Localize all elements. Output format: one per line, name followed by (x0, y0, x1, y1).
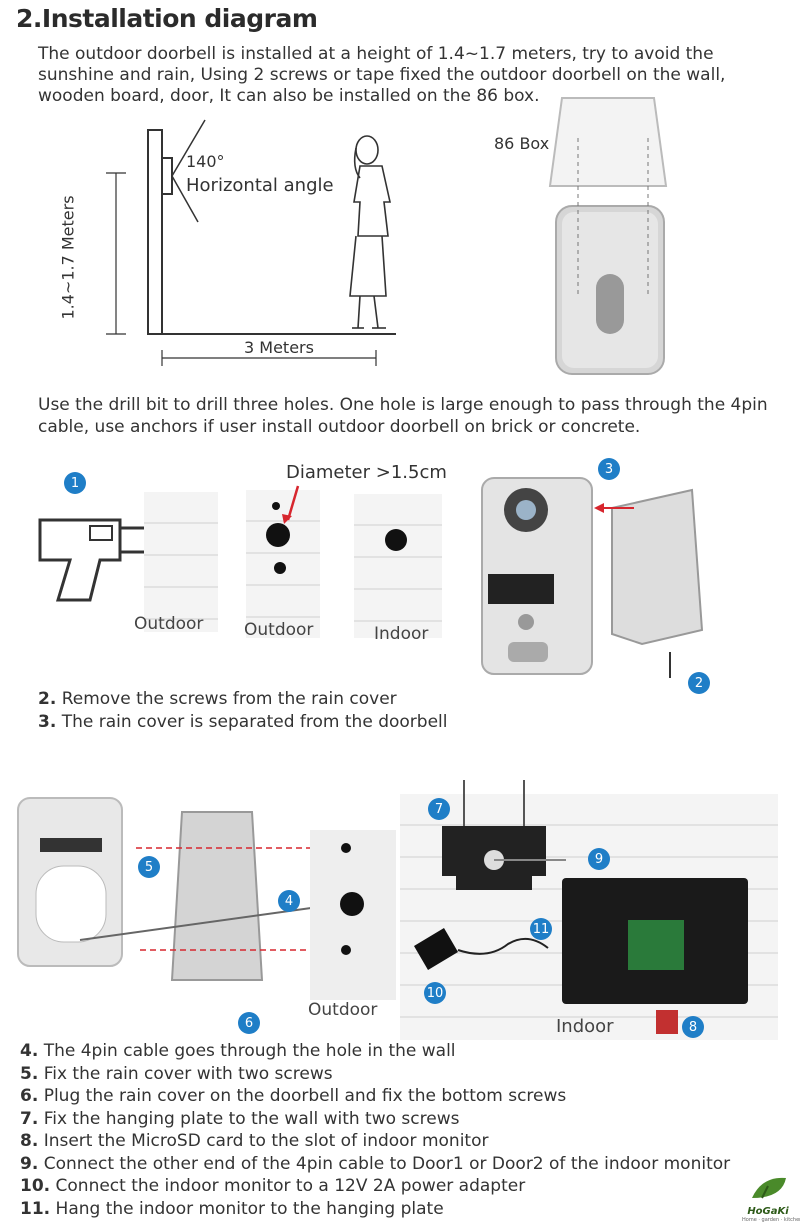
doorbell-assembly (481, 477, 704, 678)
steps-a: 2. Remove the screws from the rain cover… (38, 688, 447, 733)
box-diagram (548, 97, 668, 375)
panel-label-1: Outdoor (134, 614, 204, 634)
logo-tagline: Home · garden · kitchen (742, 1217, 800, 1223)
step-item: 2. Remove the screws from the rain cover (38, 689, 397, 709)
outdoor-label: Outdoor (308, 1000, 378, 1020)
step-badge-7: 7 (428, 798, 450, 820)
monitor-board (628, 920, 684, 970)
logo-name: HoGaKi (747, 1206, 789, 1217)
indoor-assembly (414, 780, 748, 1034)
panel-label-2: Outdoor (244, 620, 314, 640)
call-button (518, 614, 534, 630)
wall-hole-top (341, 843, 351, 853)
step-item: 10. Connect the indoor monitor to a 12V … (20, 1176, 526, 1196)
angle-line-top (171, 119, 206, 177)
panel-label-3: Indoor (374, 624, 429, 644)
angle-line-bottom (171, 175, 199, 223)
hole-large (266, 523, 290, 547)
steps-b: 4. The 4pin cable goes through the hole … (20, 1040, 730, 1220)
wall-panel-3 (354, 494, 442, 638)
angle-value: 140° (186, 152, 225, 171)
box-label: 86 Box (494, 134, 550, 153)
woman-figure (349, 135, 391, 329)
wall-post (147, 129, 163, 335)
hole-top (272, 502, 280, 510)
section-number: 2. (16, 4, 42, 33)
brand-logo: HoGaKi Home · garden · kitchen (742, 1174, 800, 1223)
step-badge-10: 10 (424, 982, 446, 1004)
section-title-text: Installation diagram (41, 4, 318, 33)
drill-instructions: Use the drill bit to drill three holes. … (38, 395, 768, 437)
microsd-card (656, 1010, 678, 1034)
step-badge-3: 3 (598, 458, 620, 480)
step-badge-1: 1 (64, 472, 86, 494)
step-item: 3. The rain cover is separated from the … (38, 711, 448, 732)
rain-cover-assembly (17, 797, 396, 1000)
step-badge-2: 2 (688, 672, 710, 694)
wall-panel-1 (144, 492, 218, 632)
step-badge-8: 8 (682, 1016, 704, 1038)
height-label: 1.4~1.7 Meters (58, 195, 78, 320)
step-item: 11. Hang the indoor monitor to the hangi… (20, 1198, 444, 1219)
cover-shell (170, 811, 264, 981)
wall-hole-bottom (341, 945, 351, 955)
hole-indoor (385, 529, 407, 551)
step-badge-6: 6 (238, 1012, 260, 1034)
ir-window (488, 574, 554, 604)
adapter-cable (457, 937, 549, 955)
intro-paragraph: The outdoor doorbell is installed at a h… (38, 44, 726, 106)
diameter-arrow (286, 485, 300, 521)
cable-slot (596, 274, 624, 334)
step-item: 5. Fix the rain cover with two screws (20, 1063, 333, 1084)
diameter-label: Diameter >1.5cm (286, 462, 447, 483)
step-badge-4: 4 (278, 890, 300, 912)
4pin-cable (79, 903, 341, 941)
step-badge-5: 5 (138, 856, 160, 878)
step-item: 8. Insert the MicroSD card to the slot o… (20, 1131, 489, 1151)
86-box (548, 97, 668, 187)
step-item: 9. Connect the other end of the 4pin cab… (20, 1153, 731, 1174)
leaf-icon (752, 1177, 786, 1199)
angle-label: Horizontal angle (186, 175, 334, 196)
distance-label: 3 Meters (244, 338, 314, 357)
step-item: 4. The 4pin cable goes through the hole … (20, 1041, 456, 1061)
step-badge-11: 11 (530, 918, 552, 940)
doorbell-unit (161, 157, 173, 195)
power-adapter (414, 928, 458, 970)
hole-bottom (274, 562, 286, 574)
step-badge-9: 9 (588, 848, 610, 870)
section-title: 2.Installation diagram (16, 4, 318, 33)
terminal-block (40, 838, 102, 852)
wall-hole-large (340, 892, 364, 916)
height-diagram (106, 119, 396, 366)
holes-outdoor (266, 485, 300, 574)
cable-bay (35, 865, 107, 943)
step-item: 6. Plug the rain cover on the doorbell a… (20, 1086, 567, 1106)
rain-cover (611, 488, 704, 646)
step-item: 7. Fix the hanging plate to the wall wit… (20, 1108, 460, 1129)
speaker-grille (508, 642, 548, 662)
indoor-label: Indoor (556, 1016, 614, 1037)
